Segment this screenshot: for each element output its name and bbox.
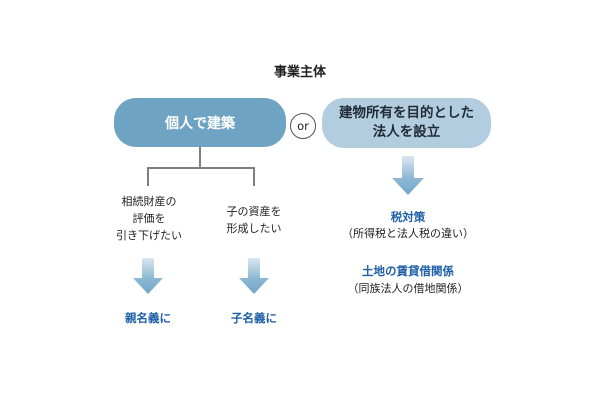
goal-2-line-1: 子の資産を (226, 205, 282, 218)
diagram-title: 事業主体 (273, 65, 326, 80)
down-arrow-left (133, 258, 163, 294)
goal-lower-inheritance-valuation: 相続財産の 評価を 引き下げたい (88, 193, 210, 244)
individual-construction-box: 個人で建築 (114, 98, 286, 147)
goal-1-line-2: 評価を (132, 212, 166, 225)
tax-measures-detail: （所得税と法人税の違い） (342, 227, 474, 240)
corporation-box-line-2: 法人を設立 (372, 124, 441, 140)
goal-1-line-3: 引き下げたい (116, 229, 182, 242)
goal-2-line-2: 形成したい (226, 222, 282, 235)
branch-drop-left (147, 167, 149, 186)
result-child-name: 子名義に (231, 311, 277, 325)
down-arrow-middle (239, 258, 269, 294)
land-lease-detail: （同族法人の借地関係） (347, 282, 469, 295)
individual-construction-label: 個人で建築 (165, 115, 235, 132)
goal-build-child-assets: 子の資産を 形成したい (196, 203, 312, 237)
or-label: or (297, 119, 309, 133)
goal-1-line-1: 相続財産の (121, 195, 177, 208)
land-lease-heading: 土地の賃貸借関係 (362, 264, 454, 278)
result-parent-name: 親名義に (125, 311, 171, 325)
corporation-box-line-1: 建物所有を目的とした (339, 105, 474, 121)
branch-drop-right (253, 167, 255, 186)
branch-horizontal (147, 167, 255, 169)
corporation-establishment-box: 建物所有を目的とした 法人を設立 (322, 98, 491, 148)
or-circle: or (290, 113, 316, 139)
tax-measures-heading: 税対策 (390, 210, 426, 224)
down-arrow-right (392, 156, 424, 195)
branch-stem (199, 147, 201, 168)
